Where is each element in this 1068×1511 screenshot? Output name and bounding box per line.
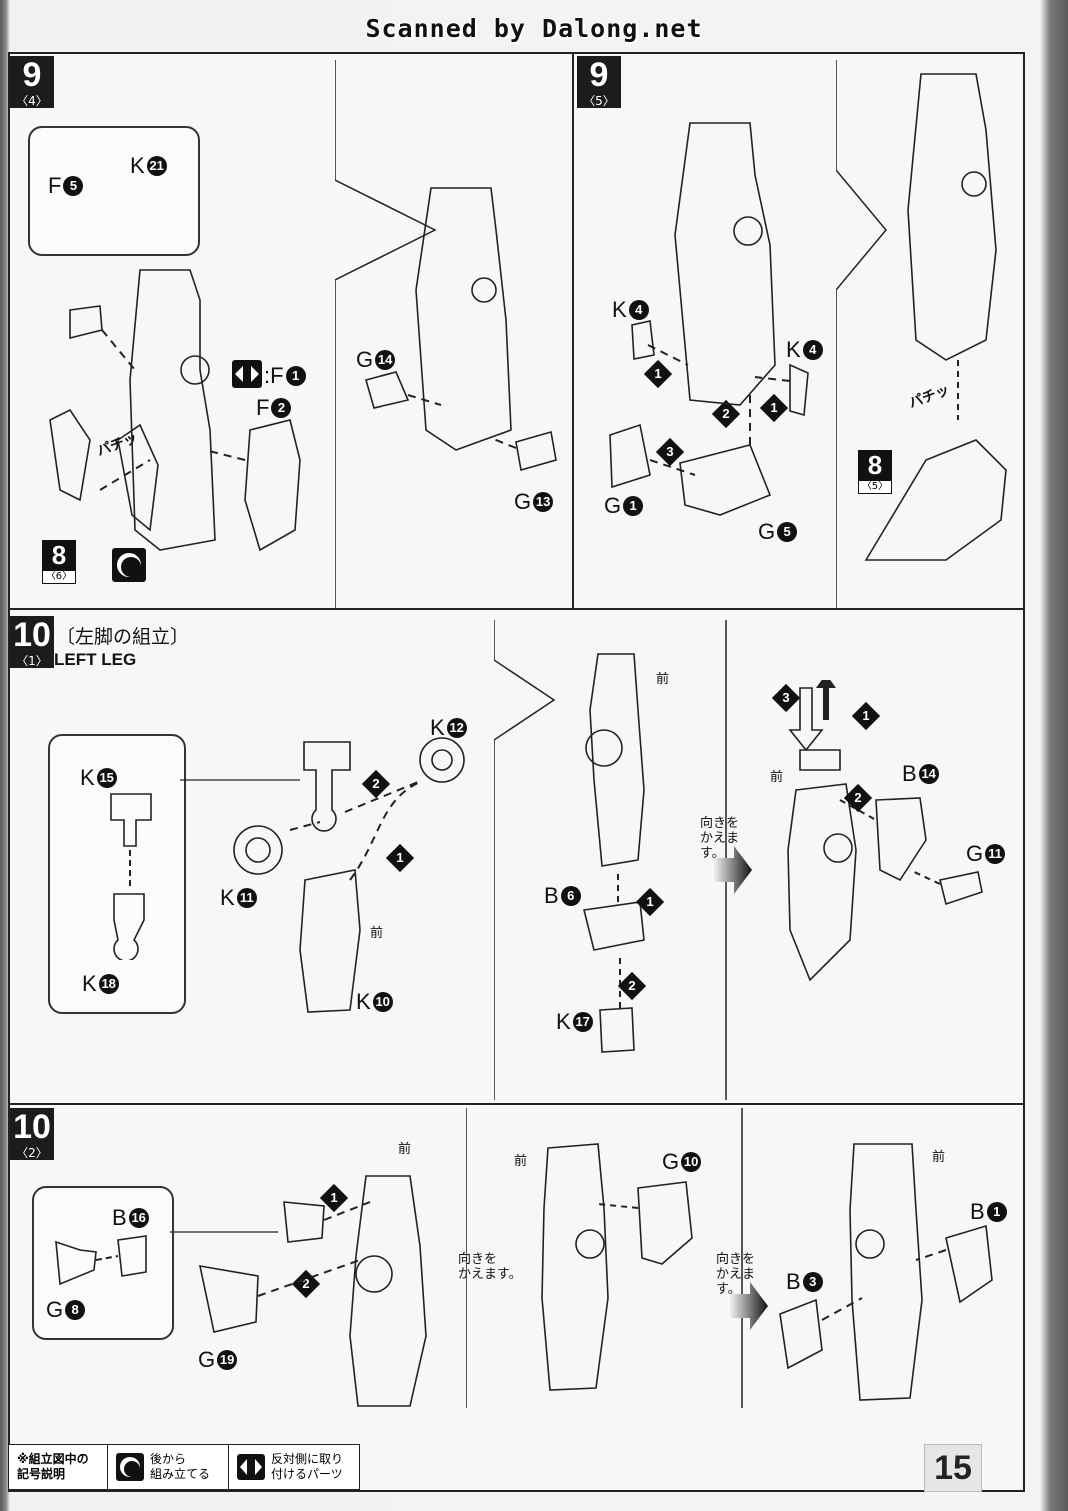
order-marker-10-1-k17: 2 <box>617 971 647 1001</box>
legend-opposite-side: 反対側に取り付けるパーツ <box>229 1445 359 1489</box>
assemble-later-icon <box>112 548 146 582</box>
reference-step-8-5: 8 〈5〉 <box>858 450 892 494</box>
leg-drawing-g14-g13 <box>365 187 557 472</box>
drawing-k15-k18 <box>110 793 152 960</box>
page-number: 15 <box>924 1444 982 1492</box>
legend-title: ※組立図中の記号説明 <box>9 1445 108 1489</box>
speech-pointer-9-4 <box>335 60 437 608</box>
step-sub-10-1: 〈1〉 <box>10 654 54 668</box>
turn-note-10-2a: 向きをかえます。 <box>458 1252 522 1282</box>
drawing-lower-leg-10-1 <box>494 620 727 1100</box>
step-sub-9-4: 〈4〉 <box>10 94 54 108</box>
callout-f5-k21 <box>28 126 200 256</box>
leg-assembly-drawing-9-4 <box>49 269 301 552</box>
drawing-lower-leg-10-2a <box>170 1175 427 1407</box>
step-number-10-1: 10 <box>10 616 54 654</box>
order-marker-10-1-r1: 1 <box>851 701 881 731</box>
step-number-9-5: 9 <box>577 56 621 94</box>
turn-note-10-2b: 向きをかえます。 <box>716 1252 756 1297</box>
drawing-lower-leg-b1-b3 <box>779 1143 993 1401</box>
order-marker-10-1-3: 3 <box>771 683 801 713</box>
order-marker-10-1-b6: 1 <box>635 887 665 917</box>
front-label-10-2a: 前 <box>398 1142 412 1157</box>
divider-row-1 <box>8 608 1025 610</box>
front-label-right: 前 <box>770 770 784 785</box>
front-label-10-2c: 前 <box>932 1150 946 1165</box>
step-sub-10-2: 〈2〉 <box>10 1146 54 1160</box>
legend-assemble-later: 後から組み立てる <box>108 1445 229 1489</box>
divider-col-9 <box>572 52 574 609</box>
front-label-10-2b: 前 <box>514 1154 528 1169</box>
leg-drawing-9-5-final <box>836 60 1007 608</box>
step-number-9-4: 9 <box>10 56 54 94</box>
opposite-side-legend-icon <box>237 1454 265 1480</box>
drawing-g8-b16 <box>55 1235 147 1286</box>
step-title-en: LEFT LEG <box>54 650 137 669</box>
callout-g8-b16 <box>32 1186 174 1340</box>
drawing-knee-assembly <box>180 737 465 1013</box>
opposite-side-icon <box>232 360 262 388</box>
divider-row-2 <box>8 1103 1025 1105</box>
turn-note-10-1: 向きをかえます。 <box>700 816 740 861</box>
leg-drawing-9-5 <box>609 122 809 516</box>
turn-arrow-10-1 <box>712 846 752 894</box>
step-number-10-2: 10 <box>10 1108 54 1146</box>
front-label-mid: 前 <box>656 672 670 687</box>
turn-arrow-10-2 <box>728 1282 768 1330</box>
symbol-legend: ※組立図中の記号説明 後から組み立てる 反対側に取り付けるパーツ <box>8 1444 360 1490</box>
step-sub-9-5: 〈5〉 <box>577 94 621 108</box>
reference-step-8-6: 8 〈6〉 <box>42 540 76 584</box>
assemble-later-legend-icon <box>116 1453 144 1481</box>
step-title-jp: 〔左脚の組立〕 <box>56 626 190 648</box>
front-label-k10: 前 <box>370 926 384 941</box>
drawing-lower-leg-10-2b <box>466 1108 743 1408</box>
callout-k15-k18 <box>48 734 186 1014</box>
scan-banner: Scanned by Dalong.net <box>365 14 703 43</box>
order-marker-10-1-r2: 2 <box>843 783 873 813</box>
